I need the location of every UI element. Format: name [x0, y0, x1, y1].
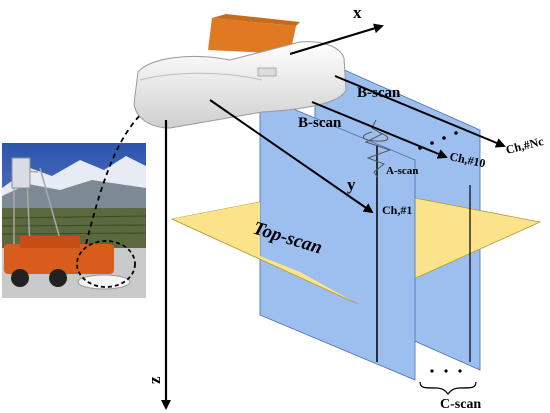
b-scan-front-label: B-scan [298, 115, 342, 131]
a-scan-label: A-scan [386, 165, 418, 177]
b-scan-back-label: B-scan [357, 85, 401, 101]
channel-10-arrow [311, 101, 448, 159]
gpr-antenna [133, 14, 347, 129]
channel-nc-label: Ch,#Nc [504, 134, 545, 157]
top-scan-plane-front-part [172, 202, 358, 304]
x-axis-label: x [353, 3, 362, 22]
channel-nc-arrow [334, 75, 506, 148]
channel-ellipsis [418, 131, 458, 150]
channel-1-label: Ch,#1 [382, 203, 412, 217]
c-scan-label: C-scan [440, 397, 481, 412]
channel-1-arrow [209, 99, 374, 214]
c-scan-brace [419, 369, 477, 395]
x-axis-arrow [289, 23, 384, 56]
a-scan-waveform [363, 119, 392, 179]
y-axis-label: y [347, 175, 356, 194]
vehicle-photo [1, 143, 147, 298]
z-axis-label: z [145, 376, 164, 384]
